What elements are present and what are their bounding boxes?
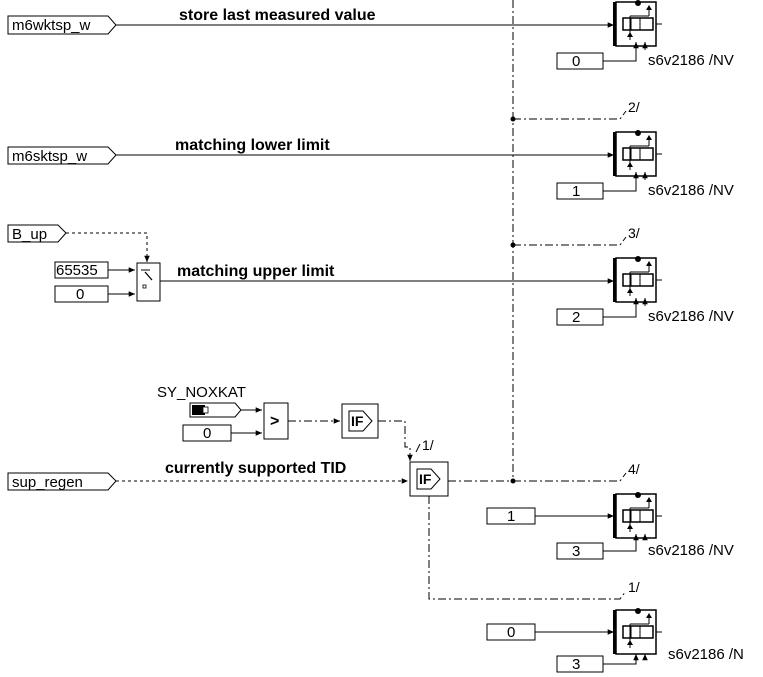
target-label-3: s6v2186 /NV: [648, 308, 734, 325]
svg-text:IF: IF: [351, 413, 364, 429]
memory-block-4[interactable]: [612, 491, 663, 539]
svg-text:0: 0: [507, 624, 515, 641]
signal-m6sktsp_w-label: m6sktsp_w: [12, 148, 87, 165]
if-block-1[interactable]: IF: [341, 403, 379, 439]
svg-text:1: 1: [507, 508, 515, 525]
signal-b_up-label: B_up: [12, 226, 47, 243]
target-label-4: s6v2186 /NV: [648, 542, 734, 559]
if-block-2[interactable]: IF: [409, 461, 449, 497]
memory-block-2[interactable]: [612, 129, 663, 177]
const-0-switch[interactable]: 0: [54, 285, 109, 303]
branch-mark-2: 2/: [628, 99, 640, 115]
svg-text:0: 0: [203, 425, 211, 442]
svg-text:0: 0: [76, 286, 84, 303]
const-65535[interactable]: 65535: [54, 261, 109, 279]
svg-text:65535: 65535: [56, 262, 98, 279]
switch-block[interactable]: [136, 262, 161, 302]
svg-text:3: 3: [572, 543, 580, 560]
const-index-3b[interactable]: 3: [556, 655, 604, 673]
target-label-1: s6v2186 /NV: [648, 52, 734, 69]
branch-mark-1-bottom: 1/: [628, 579, 640, 595]
svg-text:>: >: [270, 413, 279, 430]
svg-text:1: 1: [572, 183, 580, 200]
const-index-1[interactable]: 1: [556, 182, 604, 200]
signal-sup_regen-label: sup_regen: [12, 474, 83, 491]
const-1[interactable]: 1: [486, 507, 536, 525]
input-m6wktsp_w[interactable]: m6wktsp_w: [7, 15, 117, 35]
const-index-2[interactable]: 2: [556, 308, 604, 326]
const-index-0[interactable]: 0: [556, 52, 604, 70]
signal-m6wktsp_w-label: m6wktsp_w: [12, 17, 91, 34]
svg-text:0: 0: [572, 53, 580, 70]
compare-block[interactable]: >: [263, 402, 289, 440]
branch-mark-if: 1/: [422, 437, 434, 453]
input-m6sktsp_w[interactable]: m6sktsp_w: [7, 146, 117, 165]
target-label-2: s6v2186 /NV: [648, 182, 734, 199]
annotation-lower-limit: matching lower limit: [175, 137, 330, 154]
input-sup_regen[interactable]: sup_regen: [7, 472, 117, 491]
signal-sy_noxkat-label: SY_NOXKAT: [157, 384, 246, 401]
wire-b_up: [66, 232, 150, 262]
target-label-5: s6v2186 /N: [668, 646, 744, 663]
annotation-upper-limit: matching upper limit: [177, 263, 335, 280]
memory-block-3[interactable]: [612, 255, 663, 303]
const-0-compare[interactable]: 0: [182, 424, 232, 442]
branch-4-line: [513, 472, 627, 482]
memory-block-1[interactable]: [612, 0, 663, 47]
input-b_up[interactable]: B_up: [7, 224, 67, 243]
svg-text:2: 2: [572, 309, 580, 326]
input-sy_noxkat[interactable]: [189, 402, 242, 418]
branch-1-bottom-line: [428, 496, 627, 600]
svg-text:IF: IF: [419, 471, 432, 487]
const-0-bottom[interactable]: 0: [486, 623, 536, 641]
branch-mark-3: 3/: [628, 225, 640, 241]
annotation-store-last: store last measured value: [179, 7, 376, 24]
branch-mark-4: 4/: [628, 461, 640, 477]
memory-block-5[interactable]: [612, 607, 663, 655]
annotation-current-tid: currently supported TID: [165, 460, 346, 477]
branch-3-line: [513, 236, 627, 246]
svg-text:3: 3: [572, 656, 580, 673]
const-index-3a[interactable]: 3: [556, 542, 604, 560]
branch-2-line: [513, 110, 627, 120]
